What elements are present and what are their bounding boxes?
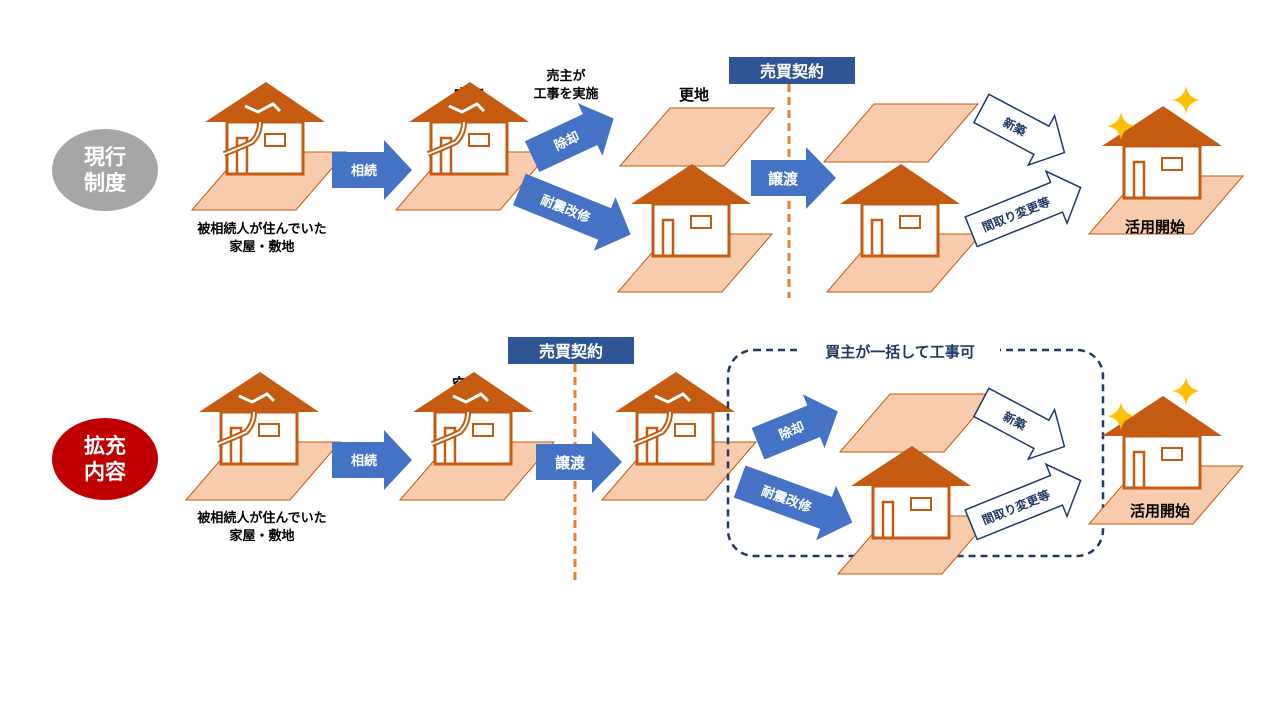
current-badge-line1: 現行 — [84, 145, 126, 169]
expanded-badge-line1: 拡充 — [84, 434, 126, 458]
expanded-result-label: 活用開始 — [1130, 502, 1190, 520]
expanded-sold-house — [602, 372, 756, 500]
current-origin-caption-2: 家屋・敷地 — [229, 239, 294, 255]
current-result-label: 活用開始 — [1125, 218, 1185, 236]
current-new-build-arrow: 新築 — [972, 93, 1066, 167]
current-seller-note-2: 工事を実施 — [533, 86, 598, 102]
buyer-bulk-box: 買主が一括して工事可 — [726, 340, 1105, 558]
current-demolish-arrow: 除却 — [524, 103, 614, 173]
expanded-sparkle-icon-1 — [1172, 377, 1200, 405]
current-sparkle-icon-1 — [1172, 86, 1200, 114]
current-transfer-label: 譲渡 — [768, 170, 799, 188]
expanded-after-land — [839, 393, 995, 453]
current-retrofit-arrow: 耐震改修 — [513, 173, 631, 251]
current-after-land — [823, 103, 979, 163]
expanded-badge: 拡充 内容 — [52, 418, 158, 500]
current-transfer-arrow: 譲渡 — [751, 147, 836, 209]
expanded-demolish-arrow: 除却 — [751, 394, 838, 460]
expanded-inherit-arrow: 相続 — [332, 430, 412, 490]
current-contract-box: 売買契約 — [729, 57, 855, 84]
expanded-remodel-arrow: 間取り変更等 — [964, 462, 1082, 541]
expanded-contract-box: 売買契約 — [508, 337, 634, 364]
current-badge-line2: 制度 — [84, 171, 126, 195]
current-vacant-land-label: 更地 — [679, 86, 709, 104]
expanded-transfer-label: 譲渡 — [555, 454, 586, 472]
current-retrofitted-house — [616, 162, 774, 294]
expanded-contract-label: 売買契約 — [539, 342, 603, 361]
buyer-bulk-label: 買主が一括して工事可 — [825, 343, 975, 361]
current-badge: 現行 制度 — [52, 129, 158, 211]
expanded-origin-caption-1: 被相続人が住んでいた — [196, 510, 326, 526]
expanded-vacant-house — [400, 372, 554, 500]
expanded-retrofit-arrow: 耐震改修 — [733, 465, 853, 541]
current-origin-caption-1: 被相続人が住んでいた — [196, 221, 326, 237]
expanded-transfer-arrow: 譲渡 — [536, 431, 622, 493]
current-inherit-arrow: 相続 — [332, 140, 412, 200]
current-vacant-land — [619, 107, 775, 167]
current-inherit-label: 相続 — [351, 163, 377, 179]
current-contract-label: 売買契約 — [760, 62, 824, 81]
expanded-origin-house — [186, 372, 340, 500]
expanded-new-build-arrow: 新築 — [972, 387, 1066, 461]
expanded-badge-line2: 内容 — [84, 460, 126, 484]
current-origin-house — [192, 82, 346, 210]
current-seller-note-1: 売主が — [546, 68, 585, 84]
current-after-house — [825, 162, 983, 294]
current-remodel-arrow: 間取り変更等 — [964, 169, 1082, 248]
expanded-inherit-label: 相続 — [351, 453, 377, 469]
expanded-origin-caption-2: 家屋・敷地 — [229, 528, 294, 544]
